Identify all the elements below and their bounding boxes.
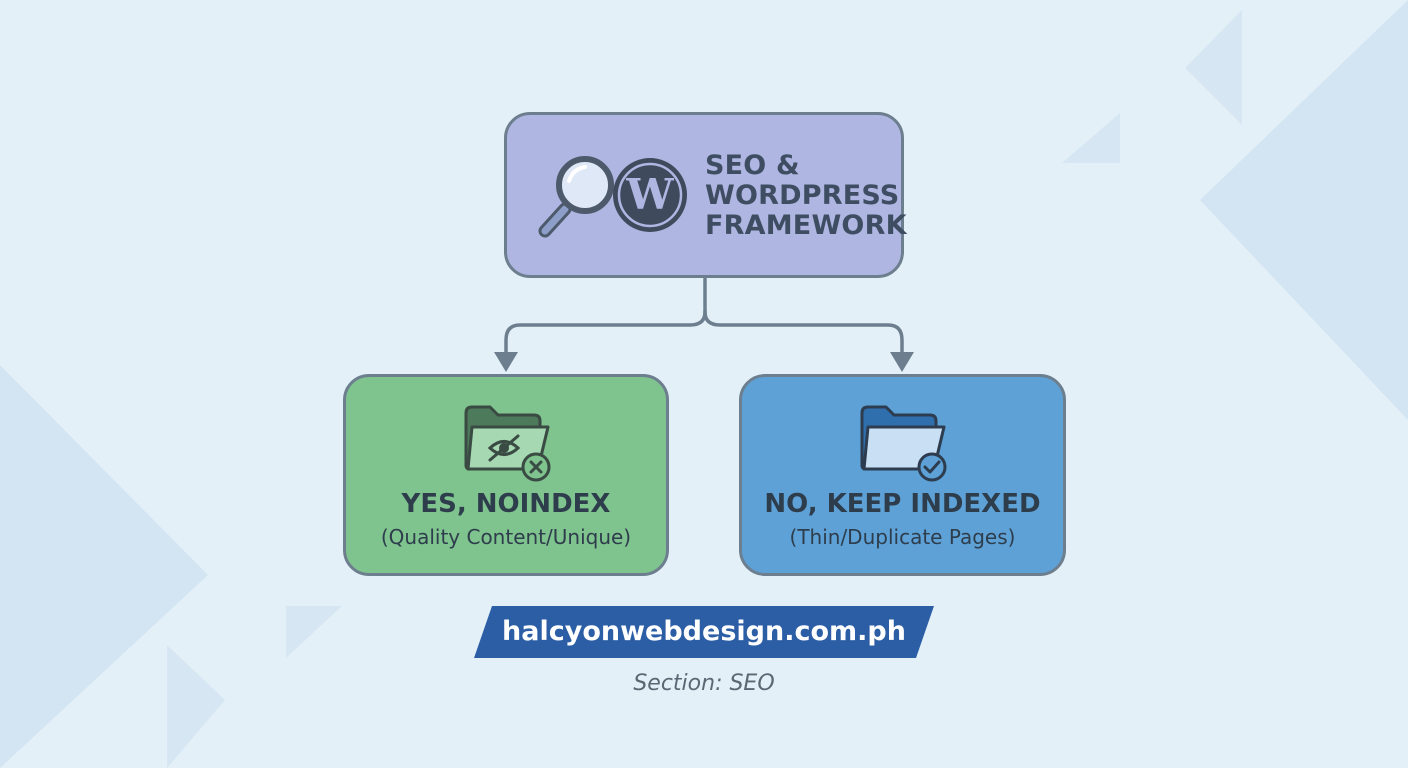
bg-triangle-right-top: [1185, 10, 1242, 125]
folder-check-icon: [860, 405, 947, 482]
hidden-folder-x-icon: [464, 405, 551, 482]
bg-triangle-right-small: [1062, 113, 1120, 163]
root-title-line-2: WORDPRESS: [705, 180, 900, 211]
root-title: SEO & WORDPRESS FRAMEWORK: [705, 151, 907, 241]
website-url: halcyonwebdesign.com.ph: [502, 616, 906, 647]
arrowhead-right: [890, 352, 914, 372]
branch-title-no: NO, KEEP INDEXED: [764, 489, 1041, 519]
root-title-line-3: FRAMEWORK: [705, 210, 907, 241]
connector-right: [703, 310, 904, 360]
bg-triangle-right-large: [1200, 0, 1408, 420]
svg-text:W: W: [625, 170, 674, 219]
root-node: W SEO & WORDPRESS FRAMEWORK: [504, 112, 907, 278]
bg-triangle-left-mid: [286, 606, 342, 658]
branch-node-keep-indexed: NO, KEEP INDEXED (Thin/Duplicate Pages): [739, 374, 1066, 576]
branch-title-yes: YES, NOINDEX: [401, 489, 611, 519]
wordpress-logo-icon: W: [613, 158, 687, 232]
bg-triangle-left-small: [167, 645, 225, 768]
url-banner-shape: [474, 606, 934, 658]
branch-subtitle-yes: (Quality Content/Unique): [380, 525, 632, 549]
section-label: Section: SEO: [633, 671, 775, 696]
arrowhead-left: [494, 352, 518, 372]
branch-subtitle-no: (Thin/Duplicate Pages): [789, 525, 1016, 549]
magnifying-glass-icon: [538, 156, 614, 238]
connector-left: [504, 310, 707, 360]
branch-node-yes-noindex: YES, NOINDEX (Quality Content/Unique): [343, 374, 669, 576]
bg-triangle-left-large: [0, 365, 208, 768]
root-title-line-1: SEO &: [705, 150, 800, 181]
